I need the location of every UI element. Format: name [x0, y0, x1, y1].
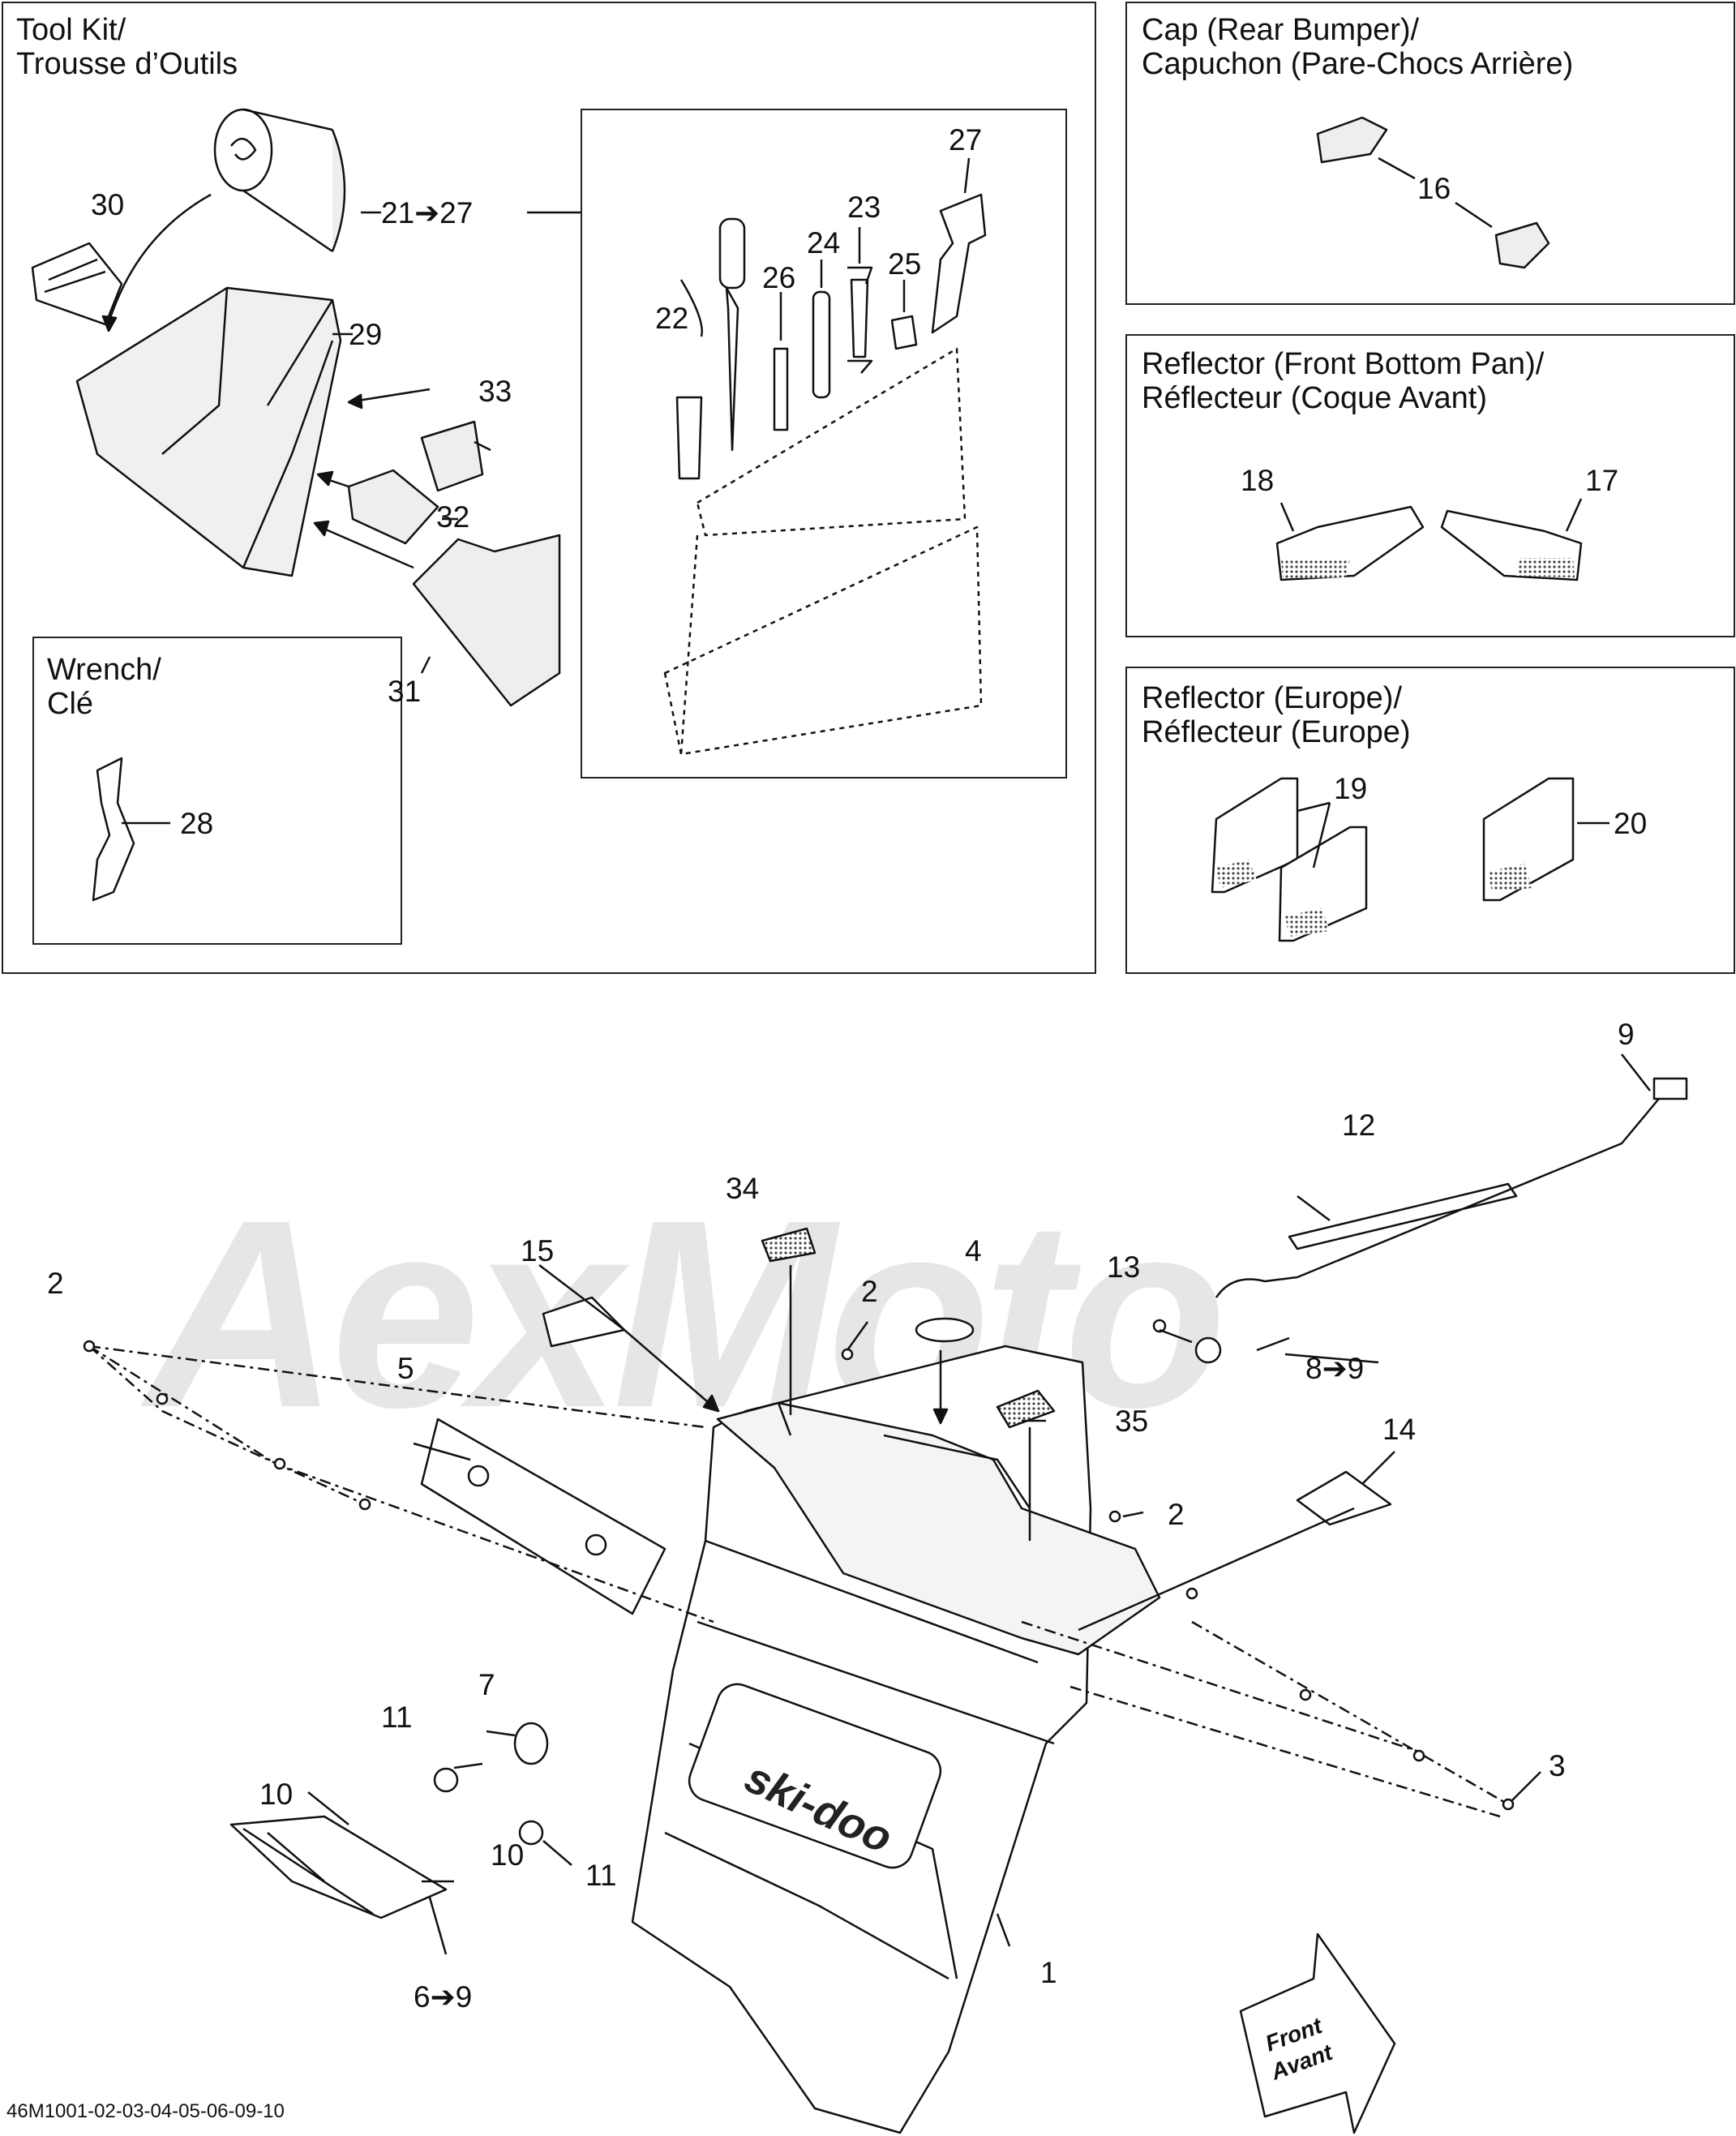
reflector-front-panel — [1125, 334, 1735, 637]
callout-4: 4 — [965, 1234, 982, 1267]
tool-roll-part — [213, 108, 346, 253]
nut-part-13 — [1152, 1319, 1167, 1333]
bit-socket-part — [675, 396, 703, 480]
label-35-part — [996, 1389, 1056, 1429]
callout-11b: 11 — [585, 1859, 616, 1892]
grommet-part-4 — [915, 1317, 975, 1343]
callout-1: 1 — [1040, 1956, 1057, 1989]
callout-17: 17 — [1585, 464, 1618, 497]
callout-2c: 2 — [1168, 1498, 1185, 1531]
tail-cover-part — [716, 1401, 1161, 1656]
cap-panel — [1125, 2, 1735, 305]
wrench-title-line2: Clé — [47, 687, 94, 721]
strap-part — [31, 242, 123, 326]
callout-10a: 10 — [259, 1778, 293, 1811]
cap-title-line2: Capuchon (Pare-Chocs Arrière) — [1142, 47, 1574, 81]
drawing-code: 46M1001-02-03-04-05-06-09-10 — [6, 2100, 285, 2122]
label-34-part — [761, 1227, 817, 1263]
callout-3: 3 — [1549, 1749, 1566, 1782]
cap-part-b — [1494, 221, 1550, 269]
tool-kit-title-line1: Tool Kit/ — [16, 13, 126, 47]
wrench-title-line1: Wrench/ — [47, 653, 161, 687]
callout-13: 13 — [1107, 1250, 1140, 1284]
callout-15: 15 — [521, 1234, 554, 1267]
tail-light-part — [229, 1815, 448, 1919]
callout-28: 28 — [180, 807, 213, 840]
foam-part-31 — [412, 534, 561, 707]
reflector-20-part — [1482, 777, 1610, 902]
callout-22: 22 — [655, 302, 688, 335]
tool-kit-title: Tool Kit/ Trousse d’Outils — [16, 13, 238, 81]
grommet-part-b — [518, 1820, 544, 1846]
reflector-front-title-line2: Réflecteur (Coque Avant) — [1142, 381, 1487, 415]
callout-11a: 11 — [381, 1701, 412, 1734]
callout-19: 19 — [1334, 772, 1367, 805]
clip-part — [890, 315, 918, 350]
callout-5: 5 — [397, 1352, 414, 1385]
reflector-front-title: Reflector (Front Bottom Pan)/ Réflecteur… — [1142, 347, 1544, 415]
reflector-front-title-line1: Reflector (Front Bottom Pan)/ — [1142, 347, 1545, 381]
screwdriver-part — [718, 217, 746, 452]
cap-title: Cap (Rear Bumper)/ Capuchon (Pare-Chocs … — [1142, 13, 1573, 81]
callout-2b: 2 — [861, 1275, 878, 1308]
callout-31: 31 — [388, 675, 421, 708]
callout-25: 25 — [888, 247, 921, 281]
callout-10b: 10 — [491, 1838, 524, 1872]
callout-14: 14 — [1382, 1413, 1416, 1446]
callout-33: 33 — [478, 375, 512, 408]
callout-34: 34 — [726, 1172, 759, 1205]
callout-12: 12 — [1342, 1109, 1375, 1142]
callout-29: 29 — [349, 318, 382, 351]
decal-14-part — [1296, 1470, 1392, 1526]
feeler-gauge-part — [812, 290, 831, 399]
callout-21-27: 21➔27 — [381, 196, 473, 229]
cap-part-a — [1316, 116, 1388, 164]
bulb-part — [513, 1722, 549, 1765]
harness-part — [1194, 1077, 1688, 1364]
open-wrench-part — [847, 266, 873, 374]
tool-kit-title-line2: Trousse d’Outils — [16, 47, 238, 81]
callout-18: 18 — [1241, 464, 1274, 497]
strip-part-12 — [1288, 1182, 1518, 1250]
callout-23: 23 — [847, 191, 881, 224]
tool-bag-part — [663, 347, 983, 756]
callout-30: 30 — [91, 188, 124, 221]
callout-26: 26 — [762, 261, 795, 294]
foam-part-33 — [420, 420, 484, 492]
reflector-europe-title: Reflector (Europe)/ Réflecteur (Europe) — [1142, 681, 1411, 749]
front-direction-arrow — [1239, 1932, 1396, 2134]
cap-title-line1: Cap (Rear Bumper)/ — [1142, 13, 1420, 47]
callout-35: 35 — [1115, 1405, 1148, 1438]
callout-16: 16 — [1417, 172, 1451, 205]
callout-24: 24 — [807, 226, 840, 259]
wrench-title: Wrench/ Clé — [47, 653, 161, 721]
reflector-europe-title-line1: Reflector (Europe)/ — [1142, 681, 1403, 715]
wrench-tool-part — [92, 757, 135, 902]
callout-9: 9 — [1618, 1018, 1635, 1051]
grommet-part-a — [433, 1767, 459, 1793]
reflector-europe-title-line2: Réflecteur (Europe) — [1142, 715, 1411, 749]
reflector-19-part — [1211, 777, 1368, 942]
foam-part-32 — [347, 469, 439, 545]
tool-kit-inner-box — [581, 109, 1067, 778]
callout-2a: 2 — [47, 1267, 64, 1300]
side-pod-part-5 — [420, 1418, 667, 1615]
tool-bag-holder-part — [75, 286, 342, 577]
callout-20: 20 — [1614, 807, 1647, 840]
callout-6-9: 6➔9 — [414, 1980, 472, 2014]
hex-bit-part — [773, 347, 789, 431]
callout-7: 7 — [478, 1668, 495, 1701]
callout-32: 32 — [436, 500, 469, 534]
callout-27: 27 — [949, 123, 982, 157]
spanner-part — [931, 193, 987, 334]
callout-8-9: 8➔9 — [1305, 1352, 1364, 1385]
